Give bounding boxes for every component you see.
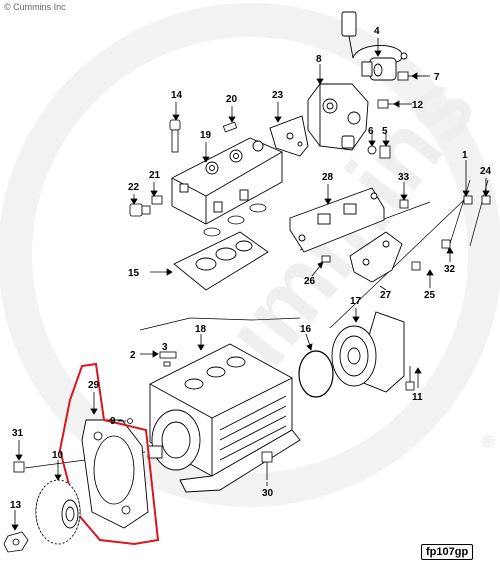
callout-5: 5 [382, 126, 388, 137]
callout-arrows [11, 38, 490, 531]
callout-17: 17 [350, 296, 362, 307]
callout-33: 33 [398, 172, 410, 183]
callout-22: 22 [128, 182, 140, 193]
part-gasket-15 [173, 231, 269, 291]
callout-9: 9 [110, 416, 116, 427]
callout-25: 25 [424, 290, 436, 301]
part-gasket-29 [58, 362, 160, 546]
part-bracket-23 [269, 115, 309, 157]
part-washer-5-6 [367, 145, 391, 159]
callout-26: 26 [304, 276, 316, 287]
part-screw-9 [127, 418, 133, 424]
callout-24: 24 [480, 166, 492, 177]
callout-12: 12 [412, 100, 424, 111]
callout-labels: 1 2 3 4 5 6 7 8 9 10 11 12 13 14 15 16 1… [10, 26, 492, 511]
part-gear-pump-17 [331, 311, 405, 393]
part-oring-16 [298, 350, 334, 398]
callout-30: 30 [262, 488, 274, 499]
part-bolt-30 [261, 451, 273, 480]
callout-23: 23 [272, 90, 284, 101]
part-fitting-21-22 [129, 195, 163, 217]
callout-1: 1 [462, 150, 468, 161]
callout-28: 28 [322, 172, 334, 183]
callout-7: 7 [434, 72, 440, 83]
part-pin-2-3 [159, 351, 177, 367]
part-actuator-housing [307, 83, 369, 151]
part-bolts-25-26-32-33 [321, 199, 451, 271]
callout-18: 18 [195, 324, 207, 335]
callout-27: 27 [380, 290, 392, 301]
callout-20: 20 [226, 94, 238, 105]
part-bracket-27 [349, 231, 403, 283]
callout-13: 13 [10, 500, 22, 511]
part-bolt-31 [13, 461, 25, 473]
part-plungers [203, 203, 267, 237]
callout-10: 10 [52, 450, 64, 461]
part-screw-11 [405, 366, 415, 391]
callout-11: 11 [412, 392, 423, 403]
part-pin-20 [222, 121, 238, 133]
highlight-outline [58, 362, 160, 546]
part-pump-housing [147, 343, 301, 493]
callout-31: 31 [12, 428, 24, 439]
callout-21: 21 [149, 170, 161, 181]
callout-8: 8 [316, 54, 322, 65]
callout-15: 15 [128, 268, 140, 279]
part-cover-plate-28 [289, 187, 385, 253]
figure-code-label: fp107gp [421, 544, 474, 560]
part-pump-head [171, 137, 283, 225]
part-nut-13 [3, 531, 29, 553]
part-screw-14 [169, 119, 181, 153]
callout-14: 14 [171, 90, 183, 101]
callout-16: 16 [300, 324, 312, 335]
part-gear-10 [35, 479, 81, 545]
callout-29: 29 [88, 380, 100, 391]
callout-32: 32 [444, 264, 456, 275]
callout-4: 4 [374, 26, 380, 37]
callout-2: 2 [130, 350, 136, 361]
callout-3: 3 [162, 342, 168, 353]
copyright-notice: © Cummins Inc [4, 2, 66, 12]
registered-mark: ® [482, 434, 494, 451]
callout-6: 6 [368, 126, 374, 137]
callout-19: 19 [200, 130, 212, 141]
